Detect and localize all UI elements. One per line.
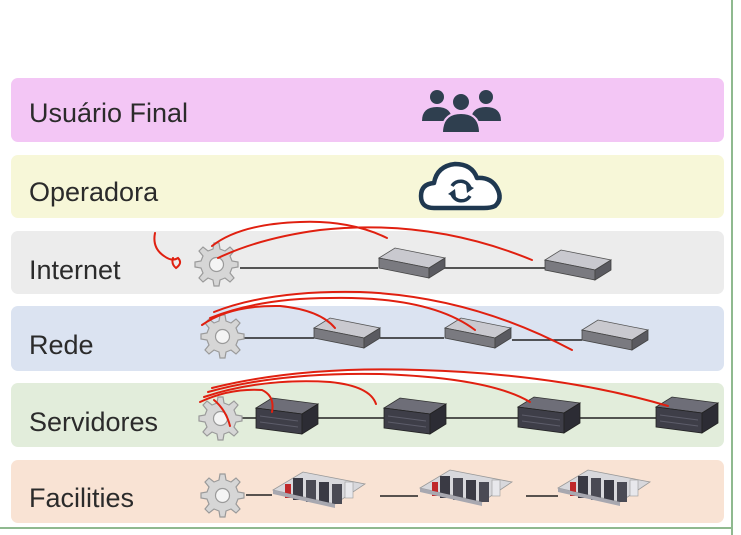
server-icon: [255, 397, 319, 435]
server-icon: [655, 396, 719, 434]
layer-label: Internet: [29, 255, 121, 285]
layer-label: Servidores: [29, 407, 159, 437]
cloud-sync-icon: [418, 161, 502, 211]
users-icon: [422, 90, 501, 134]
server-icon: [383, 397, 447, 435]
layer-label: Usuário Final: [29, 98, 189, 128]
layer-operadora: Operadora: [11, 155, 724, 218]
frame-right-border: [731, 0, 733, 535]
datacenter-icon: [557, 469, 651, 507]
switch-icon: [581, 319, 649, 351]
gear-icon: [200, 473, 245, 518]
switch-icon: [444, 317, 512, 349]
datacenter-icon: [272, 471, 366, 509]
frame-bottom-border: [0, 527, 733, 529]
datacenter-icon: [419, 469, 513, 507]
layer-label: Rede: [29, 330, 94, 360]
layer-servidores: Servidores: [11, 383, 724, 447]
servidores-topology: [198, 396, 719, 441]
layer-label: Operadora: [29, 177, 159, 207]
switch-icon: [313, 317, 381, 349]
rede-topology: [200, 314, 649, 359]
router-icon: [378, 247, 446, 279]
facilities-topology: [200, 469, 651, 518]
handwritten-annotations: [153, 220, 669, 427]
gear-icon: [198, 396, 243, 441]
internet-topology: [194, 242, 612, 287]
gear-icon: [194, 242, 239, 287]
layer-usuario-final: Usuário Final: [11, 78, 724, 142]
router-icon: [544, 249, 612, 281]
layer-label: Facilities: [29, 483, 135, 513]
server-icon: [517, 396, 581, 434]
